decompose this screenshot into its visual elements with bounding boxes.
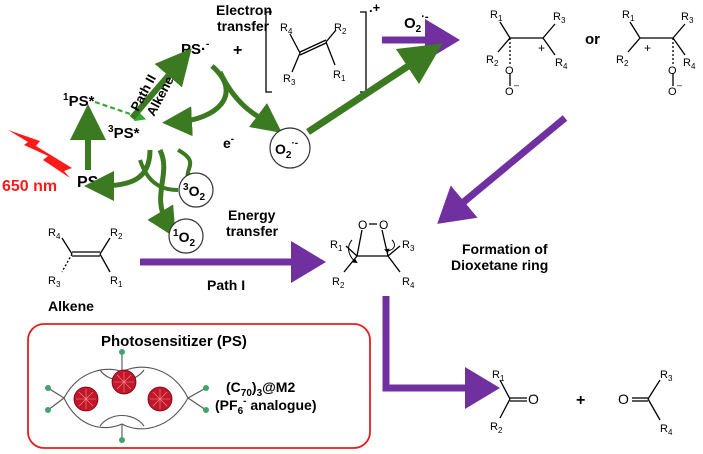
triplet-o2-curve [138,159,179,192]
svg-text:3O2: 3O2 [183,182,205,203]
svg-text:O2·-: O2·- [275,138,298,161]
svg-text:R3: R3 [48,275,61,289]
carbonyl-product-1 [499,379,527,419]
svg-text:R4: R4 [555,57,568,71]
singlet-oxygen: 1O2 [168,218,204,254]
svg-text:R4: R4 [48,227,61,241]
svg-text:R2: R2 [490,421,503,435]
radical-cation-charge: .+ [369,0,381,15]
svg-text:R4: R4 [660,423,673,437]
superoxide-top-label: O2·- [404,11,429,35]
svg-text:O: O [379,218,388,232]
dioxetane-ring [343,223,401,273]
svg-text:O: O [528,391,539,407]
svg-text:R3: R3 [660,369,673,383]
cleavage-arrow [382,296,500,409]
carbonyl-product-2 [632,379,661,421]
electron-transfer-label: Electron [216,2,272,18]
cage-formula: (C70)3@M2 [226,379,295,399]
path1-label: Path I [207,277,245,293]
electron-label: e- [223,134,234,151]
energy-transfer-label-2: transfer [226,223,279,239]
plus-sign: + [233,42,242,59]
path2-arrow [129,48,192,120]
peroxide-zwitterion-2 [627,21,686,86]
cage-structure [45,349,209,443]
relaxation-arrow [84,149,153,201]
photosensitizer-title: Photosensitizer (PS) [101,333,247,350]
alkene-label: Alkene [48,298,94,314]
svg-text:R4: R4 [402,276,415,290]
product-plus: + [576,392,585,409]
cage-analogue: (PF6- analogue) [215,396,316,417]
dioxetane-formation-label: Formation of [462,241,548,257]
ps-triplet-state: 3PS* [108,124,140,142]
electron-transfer-curve [217,70,283,133]
svg-text:R1: R1 [330,239,343,253]
radical-cation-r2: R2 [334,22,347,36]
radical-cation-r4: R4 [280,22,293,36]
svg-text:R2: R2 [486,54,499,68]
lightning-bolt-icon [8,130,72,178]
svg-text:R1: R1 [110,275,123,289]
svg-text:R1: R1 [622,9,635,23]
or-label: or [585,31,600,48]
svg-text:R2: R2 [332,276,345,290]
svg-text:R3: R3 [402,239,415,253]
green-arrow-to-top [306,43,443,135]
ps-radical-anion: PS·- [181,39,209,58]
svg-text:O: O [668,65,677,77]
radical-cation-r1: R1 [333,69,346,83]
ps-singlet-state: 1PS* [63,92,95,110]
purple-diagonal-arrow [437,115,568,224]
svg-text:R3: R3 [553,11,566,25]
dioxetane-formation-label-2: Dioxetane ring [451,257,548,273]
svg-text:O: O [668,86,677,98]
peroxide-zwitterion-1 [497,21,556,86]
svg-text:–: – [677,80,682,90]
svg-text:–: – [514,80,519,90]
svg-text:O: O [505,86,514,98]
svg-text:1O2: 1O2 [173,228,195,249]
svg-text:O: O [618,391,629,407]
svg-text:+: + [644,41,651,55]
radical-cation-r3: R3 [283,73,296,87]
svg-text:R4: R4 [683,57,696,71]
svg-text:R1: R1 [492,369,505,383]
svg-text:O: O [505,65,514,77]
svg-text:R2: R2 [110,227,123,241]
alkene-structure [61,237,111,273]
superoxide-anion: O2·- [269,127,311,169]
electron-transfer-label-2: transfer [217,18,270,34]
svg-text:R2: R2 [616,54,629,68]
electron-o2-curve [176,148,193,179]
ps-ground-state: PS [77,174,99,191]
svg-text:+: + [538,41,545,55]
svg-text:R1: R1 [490,9,503,23]
svg-text:R3: R3 [681,11,694,25]
svg-text:O: O [358,218,367,232]
wavelength-label: 650 nm [2,178,57,195]
triplet-oxygen: 3O2 [178,172,214,208]
energy-transfer-label: Energy [228,207,276,223]
